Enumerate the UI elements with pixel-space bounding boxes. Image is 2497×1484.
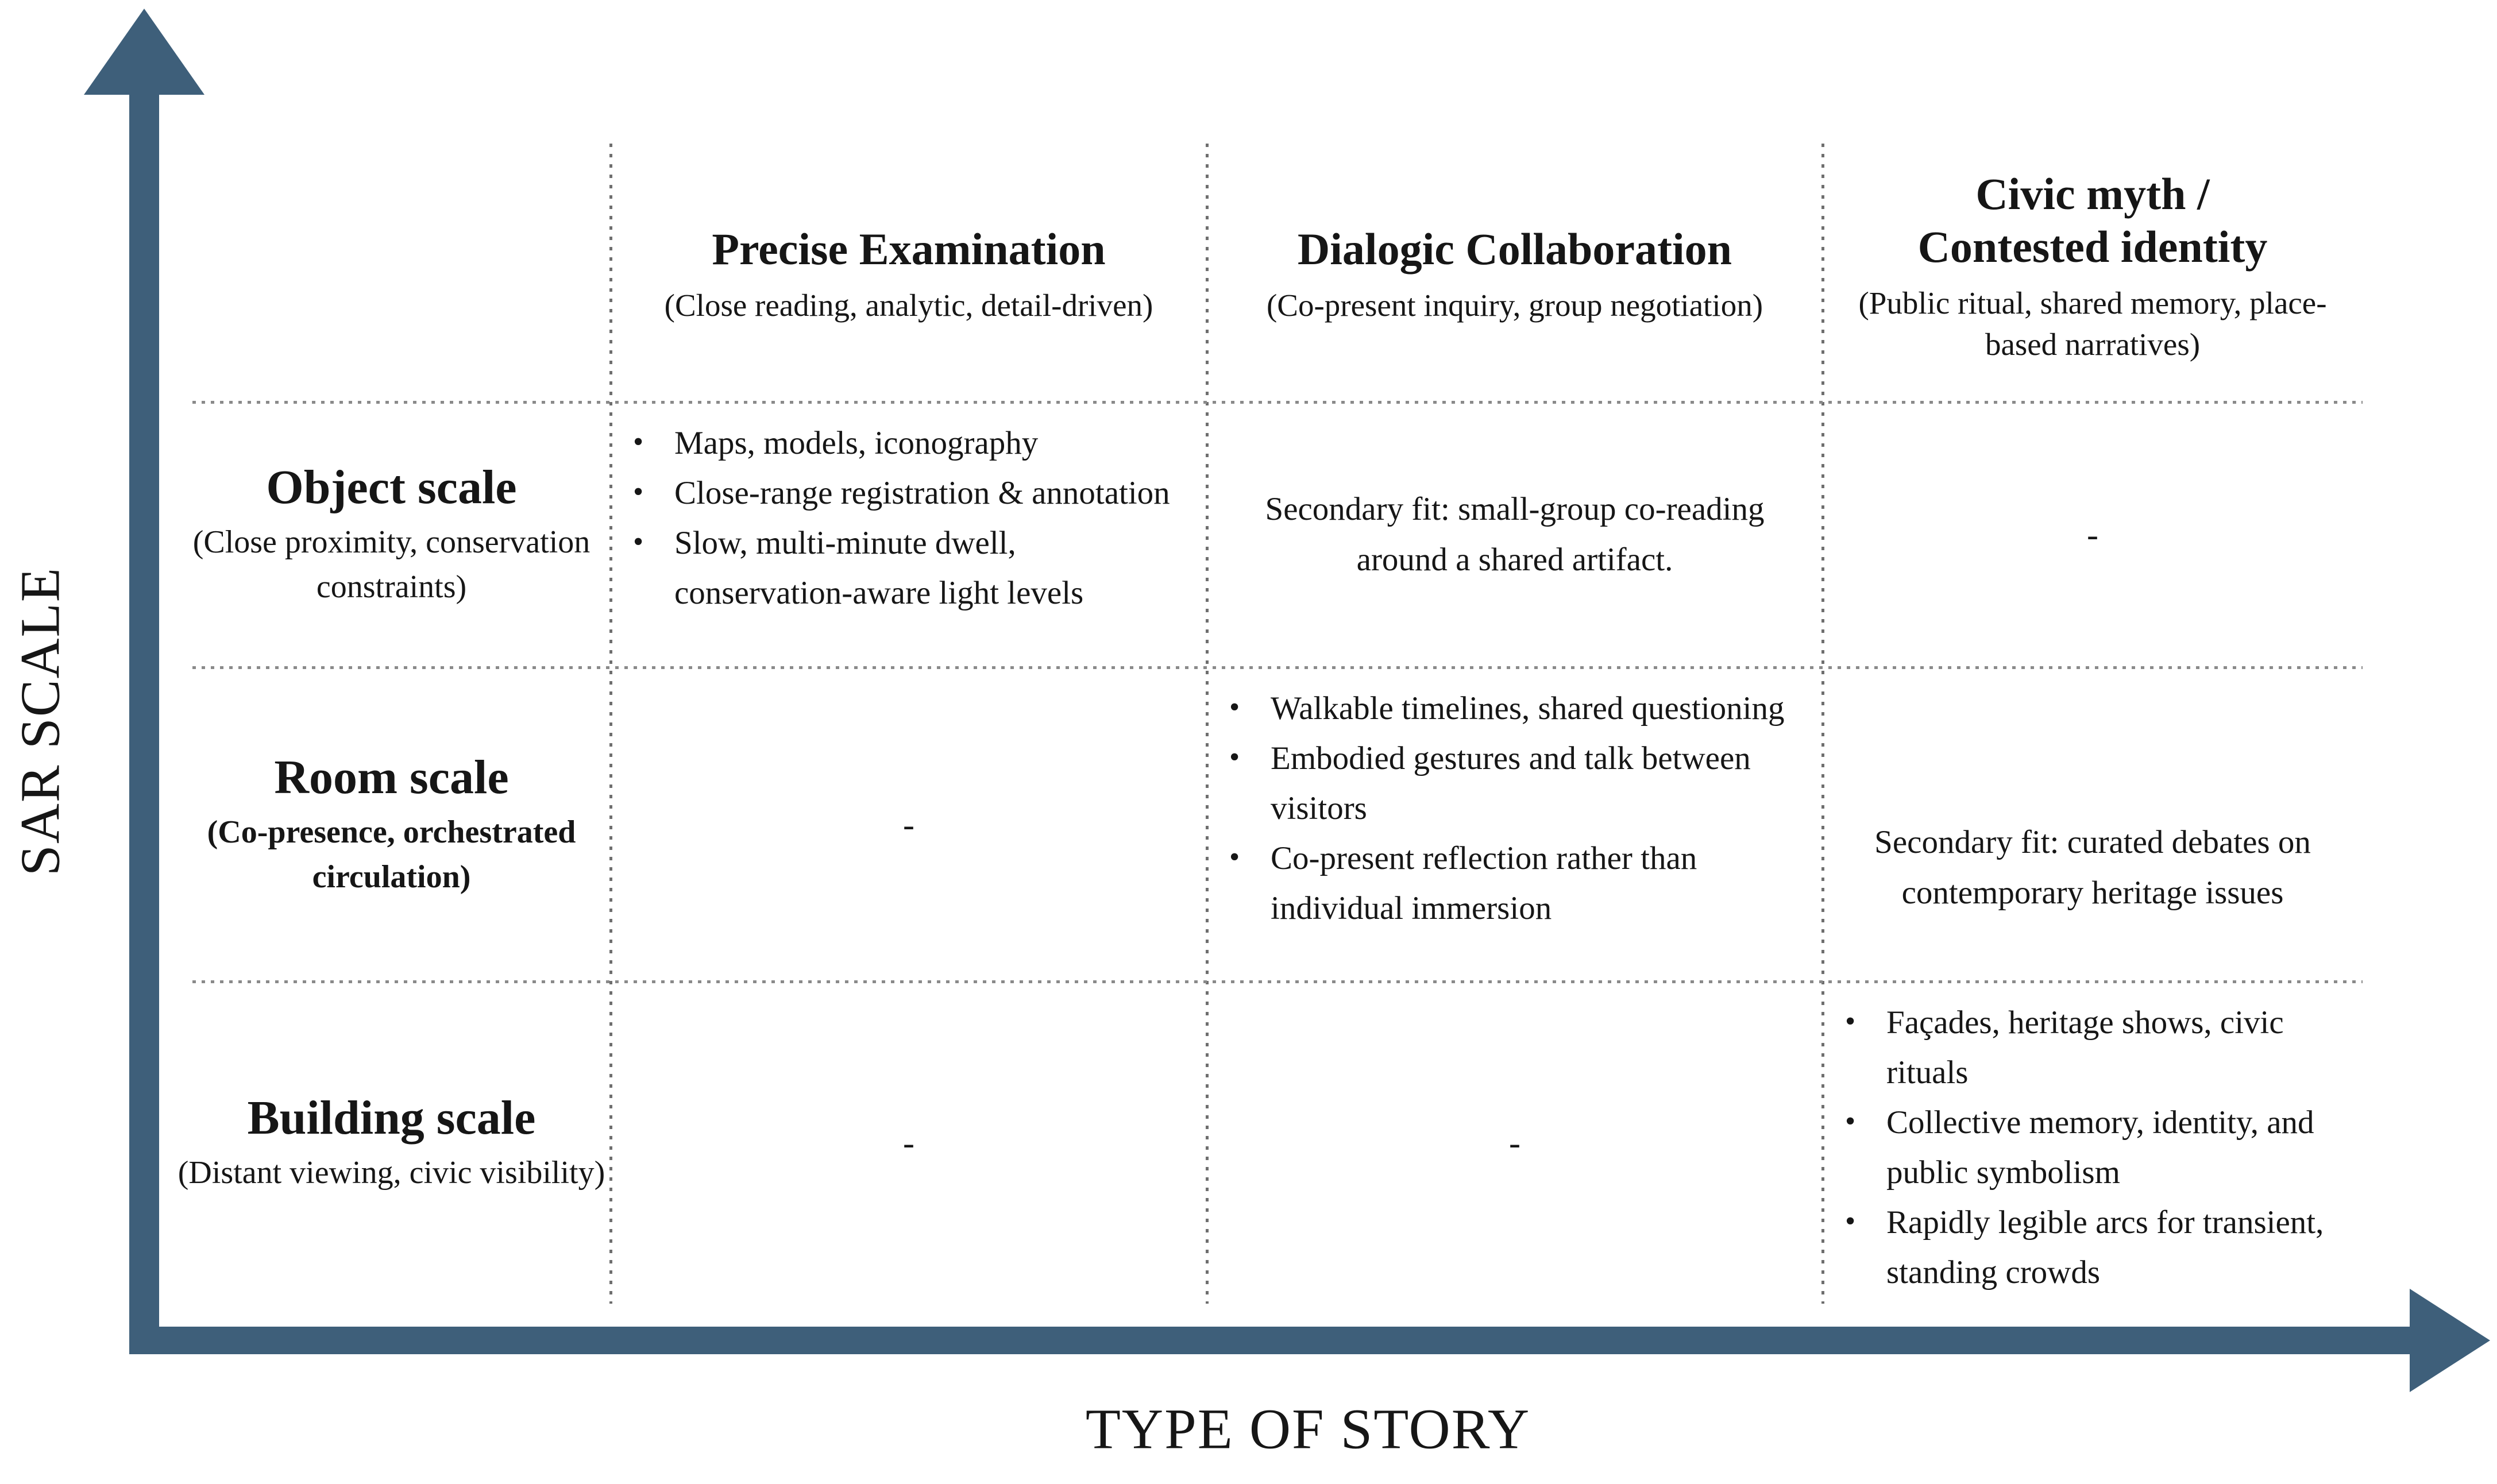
bullet-item: Maps, models, iconography (633, 417, 1184, 468)
cell-room-dialogic: Walkable timelines, shared questioningEm… (1207, 667, 1823, 981)
column-subtitle: (Public ritual, shared memory, place-bas… (1858, 285, 2327, 362)
cell-building-dialogic: - (1207, 981, 1823, 1304)
column-divider (1206, 144, 1209, 1304)
empty-cell-dash: - (903, 1123, 914, 1162)
row-subtitle: (Close proximity, conservation constrain… (192, 524, 591, 605)
column-divider (1821, 144, 1824, 1304)
column-title: Precise Examination (712, 224, 1106, 274)
empty-cell-dash: - (2087, 516, 2098, 554)
cell-building-precise: - (611, 981, 1207, 1304)
bullet-item: Close-range registration & annotation (633, 467, 1184, 518)
cell-object-dialogic: Secondary fit: small-group co-reading ar… (1207, 402, 1823, 667)
y-axis-label: SAR SCALE (9, 566, 71, 876)
row-header-room-scale: Room scale (Co-presence, orchestrated ci… (172, 667, 611, 981)
row-header-object-scale: Object scale (Close proximity, conservat… (172, 402, 611, 667)
column-header-dialogic-collaboration: Dialogic Collaboration (Co-present inqui… (1207, 144, 1823, 402)
bullet-item: Rapidly legible arcs for transient, stan… (1845, 1196, 2340, 1297)
x-axis-line (129, 1327, 2410, 1354)
cell-object-civic: - (1823, 402, 2363, 667)
row-divider (192, 666, 2363, 669)
row-subtitle: (Distant viewing, civic visibility) (177, 1154, 605, 1191)
column-subtitle: (Close reading, analytic, detail-driven) (664, 288, 1153, 323)
row-divider (192, 401, 2363, 404)
column-header-civic-myth: Civic myth / Contested identity (Public … (1823, 144, 2363, 402)
column-divider (609, 144, 612, 1304)
cell-object-precise: Maps, models, iconographyClose-range reg… (611, 402, 1207, 667)
bullet-list: Walkable timelines, shared questioningEm… (1207, 667, 1823, 933)
cell-room-civic: Secondary fit: curated debates on contem… (1823, 667, 2363, 981)
bullet-item: Slow, multi-minute dwell, conservation-a… (633, 517, 1184, 618)
cell-building-civic: Façades, heritage shows, civic ritualsCo… (1823, 981, 2363, 1304)
column-title: Civic myth / Contested identity (1917, 169, 2268, 272)
bullet-item: Co-present reflection rather than indivi… (1229, 832, 1800, 933)
row-title: Room scale (274, 750, 509, 804)
bullet-item: Walkable timelines, shared questioning (1229, 682, 1800, 733)
x-axis-label: TYPE OF STORY (1085, 1397, 1531, 1461)
bullet-item: Embodied gestures and talk between visit… (1229, 732, 1800, 833)
column-subtitle: (Co-present inquiry, group negotiation) (1266, 288, 1763, 323)
cell-room-precise: - (611, 667, 1207, 981)
bullet-list: Façades, heritage shows, civic ritualsCo… (1823, 981, 2363, 1297)
row-title: Object scale (266, 461, 517, 514)
empty-cell-dash: - (1509, 1123, 1520, 1162)
empty-cell-dash: - (903, 805, 914, 844)
cell-text: Secondary fit: curated debates on contem… (1874, 824, 2311, 911)
y-axis-line (129, 69, 159, 1354)
y-axis-arrow-icon (84, 9, 204, 95)
x-axis-arrow-icon (2410, 1289, 2490, 1392)
row-header-building-scale: Building scale (Distant viewing, civic v… (172, 981, 611, 1304)
cell-text: Secondary fit: small-group co-reading ar… (1265, 491, 1765, 578)
row-title: Building scale (247, 1091, 536, 1145)
column-header-precise-examination: Precise Examination (Close reading, anal… (611, 144, 1207, 402)
row-subtitle: (Co-presence, orchestrated circulation) (207, 814, 576, 895)
row-divider (192, 980, 2363, 983)
bullet-item: Façades, heritage shows, civic rituals (1845, 996, 2340, 1097)
bullet-list: Maps, models, iconographyClose-range reg… (611, 402, 1207, 618)
bullet-item: Collective memory, identity, and public … (1845, 1096, 2340, 1197)
column-title: Dialogic Collaboration (1297, 224, 1732, 274)
